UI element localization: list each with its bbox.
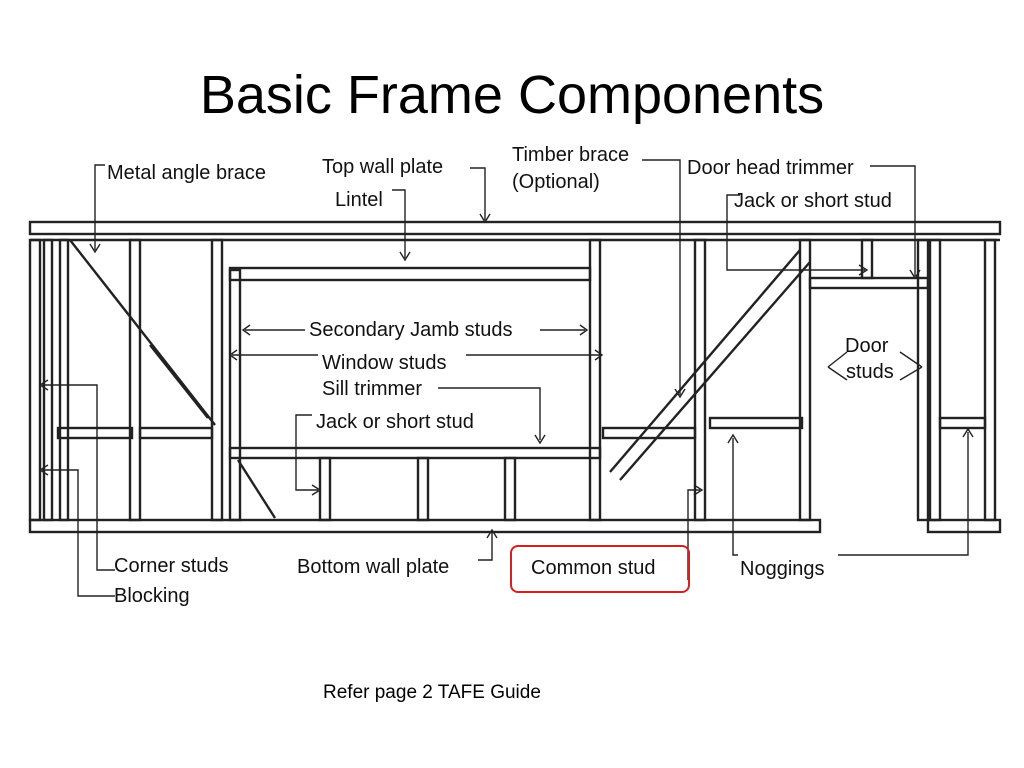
door-head-trimmer: [808, 276, 930, 290]
label-jack-short-stud-top: Jack or short stud: [734, 190, 892, 212]
frame-drawing: [28, 220, 1002, 534]
label-door-head-trimmer: Door head trimmer: [687, 157, 854, 179]
window-stud-right: [588, 238, 602, 522]
label-secondary-jamb-studs: Secondary Jamb studs: [309, 319, 513, 341]
label-timber-brace: Timber brace: [512, 144, 630, 166]
arrowheads: [38, 213, 974, 539]
label-sill-trimmer: Sill trimmer: [322, 378, 422, 400]
label-top-wall-plate: Top wall plate: [322, 156, 444, 178]
label-window-studs: Window studs: [322, 352, 447, 374]
lintel: [228, 266, 592, 282]
label-timber-brace-optional: (Optional): [512, 171, 600, 193]
label-noggings: Noggings: [740, 558, 825, 580]
metal-angle-brace: [69, 239, 216, 426]
leader-lines: [42, 159, 969, 597]
top-wall-plate: [28, 220, 1002, 236]
label-lintel: Lintel: [335, 189, 383, 211]
corner-stud: [28, 238, 42, 522]
slide-title: Basic Frame Components: [199, 65, 825, 125]
label-common-stud: Common stud: [531, 557, 656, 579]
bottom-wall-plate: [28, 518, 822, 534]
common-stud: [128, 238, 142, 522]
nogging: [56, 426, 134, 440]
label-jack-short-stud-mid: Jack or short stud: [316, 411, 474, 433]
label-corner-studs: Corner studs: [114, 555, 229, 577]
label-blocking: Blocking: [114, 585, 190, 607]
label-metal-angle-brace: Metal angle brace: [107, 162, 266, 184]
bottom-wall-plate-right: [926, 518, 1002, 534]
label-door: Door: [845, 335, 889, 357]
window-stud-left: [228, 268, 242, 522]
label-bottom-wall-plate: Bottom wall plate: [297, 556, 450, 578]
sill-trimmer: [228, 446, 602, 460]
common-stud-highlight: [510, 545, 690, 593]
footnote: Refer page 2 TAFE Guide: [323, 682, 541, 703]
label-door-studs: studs: [846, 361, 894, 383]
timber-brace: [609, 249, 801, 473]
